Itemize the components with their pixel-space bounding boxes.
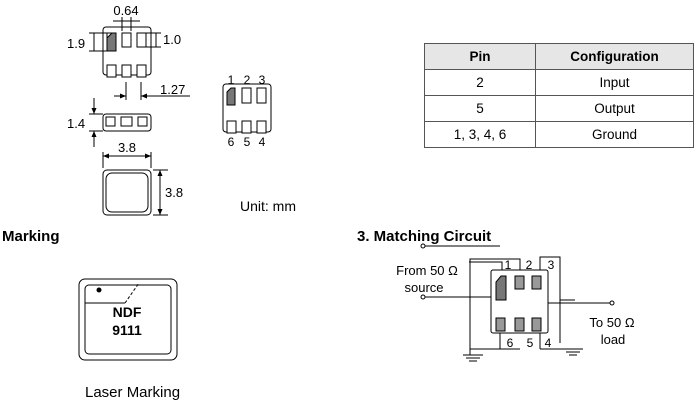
laser-marking-caption: Laser Marking xyxy=(85,384,181,401)
dim-body-length: 3.8 xyxy=(165,185,183,200)
table-header-configuration: Configuration xyxy=(535,43,694,70)
load-label-line-1: To 50 Ω xyxy=(589,315,634,330)
matching-circuit-heading: 3. Matching Circuit xyxy=(357,228,492,245)
table-cell-config: Input xyxy=(535,69,694,96)
circuit-pin-1: 1 xyxy=(505,258,512,272)
pin-configuration-table: Pin Configuration 2 Input 5 Output 1, 3,… xyxy=(424,43,694,148)
table-header-pin: Pin xyxy=(424,43,536,70)
package-bottom-view xyxy=(102,152,168,216)
load-label-line-2: load xyxy=(601,332,626,347)
marking-line-1: NDF xyxy=(113,304,142,320)
table-cell-pin: 2 xyxy=(424,69,536,96)
table-cell-config: Ground xyxy=(535,121,694,148)
circuit-pin-6: 6 xyxy=(507,336,514,350)
circuit-pin-4: 4 xyxy=(545,336,552,350)
marking-line-2: 9111 xyxy=(112,322,142,338)
table-cell-config: Output xyxy=(535,95,694,122)
dim-body-width: 3.8 xyxy=(118,140,136,155)
table-row: 5 Output xyxy=(424,95,694,122)
dim-pad-length: 1.9 xyxy=(67,36,85,51)
pin-layout-diagram xyxy=(222,83,272,134)
table-cell-pin: 5 xyxy=(424,95,536,122)
package-top-view xyxy=(89,17,190,100)
pin-number-6: 6 xyxy=(228,135,235,149)
pin-number-4: 4 xyxy=(259,135,266,149)
circuit-pin-3: 3 xyxy=(548,258,555,272)
unit-label: Unit: mm xyxy=(240,198,296,214)
marking-heading: Marking xyxy=(2,228,60,245)
package-side-view xyxy=(89,98,152,147)
pin-number-1: 1 xyxy=(228,73,235,87)
table-row: 2 Input xyxy=(424,69,694,96)
circuit-pin-5: 5 xyxy=(527,336,534,350)
pin-number-3: 3 xyxy=(259,73,266,87)
pin-number-5: 5 xyxy=(244,135,251,149)
dim-pitch: 1.27 xyxy=(160,82,185,97)
table-row: 1, 3, 4, 6 Ground xyxy=(424,121,694,148)
dim-pad-width: 0.64 xyxy=(113,3,138,18)
source-label-line-2: source xyxy=(404,280,443,295)
circuit-pin-2: 2 xyxy=(526,258,533,272)
table-cell-pin: 1, 3, 4, 6 xyxy=(424,121,536,148)
dim-height: 1.4 xyxy=(67,116,85,131)
matching-circuit xyxy=(420,243,615,362)
dim-pad-length-small: 1.0 xyxy=(163,32,181,47)
source-label-line-1: From 50 Ω xyxy=(396,263,458,278)
marking-chip xyxy=(78,278,178,361)
pin-number-2: 2 xyxy=(244,73,251,87)
